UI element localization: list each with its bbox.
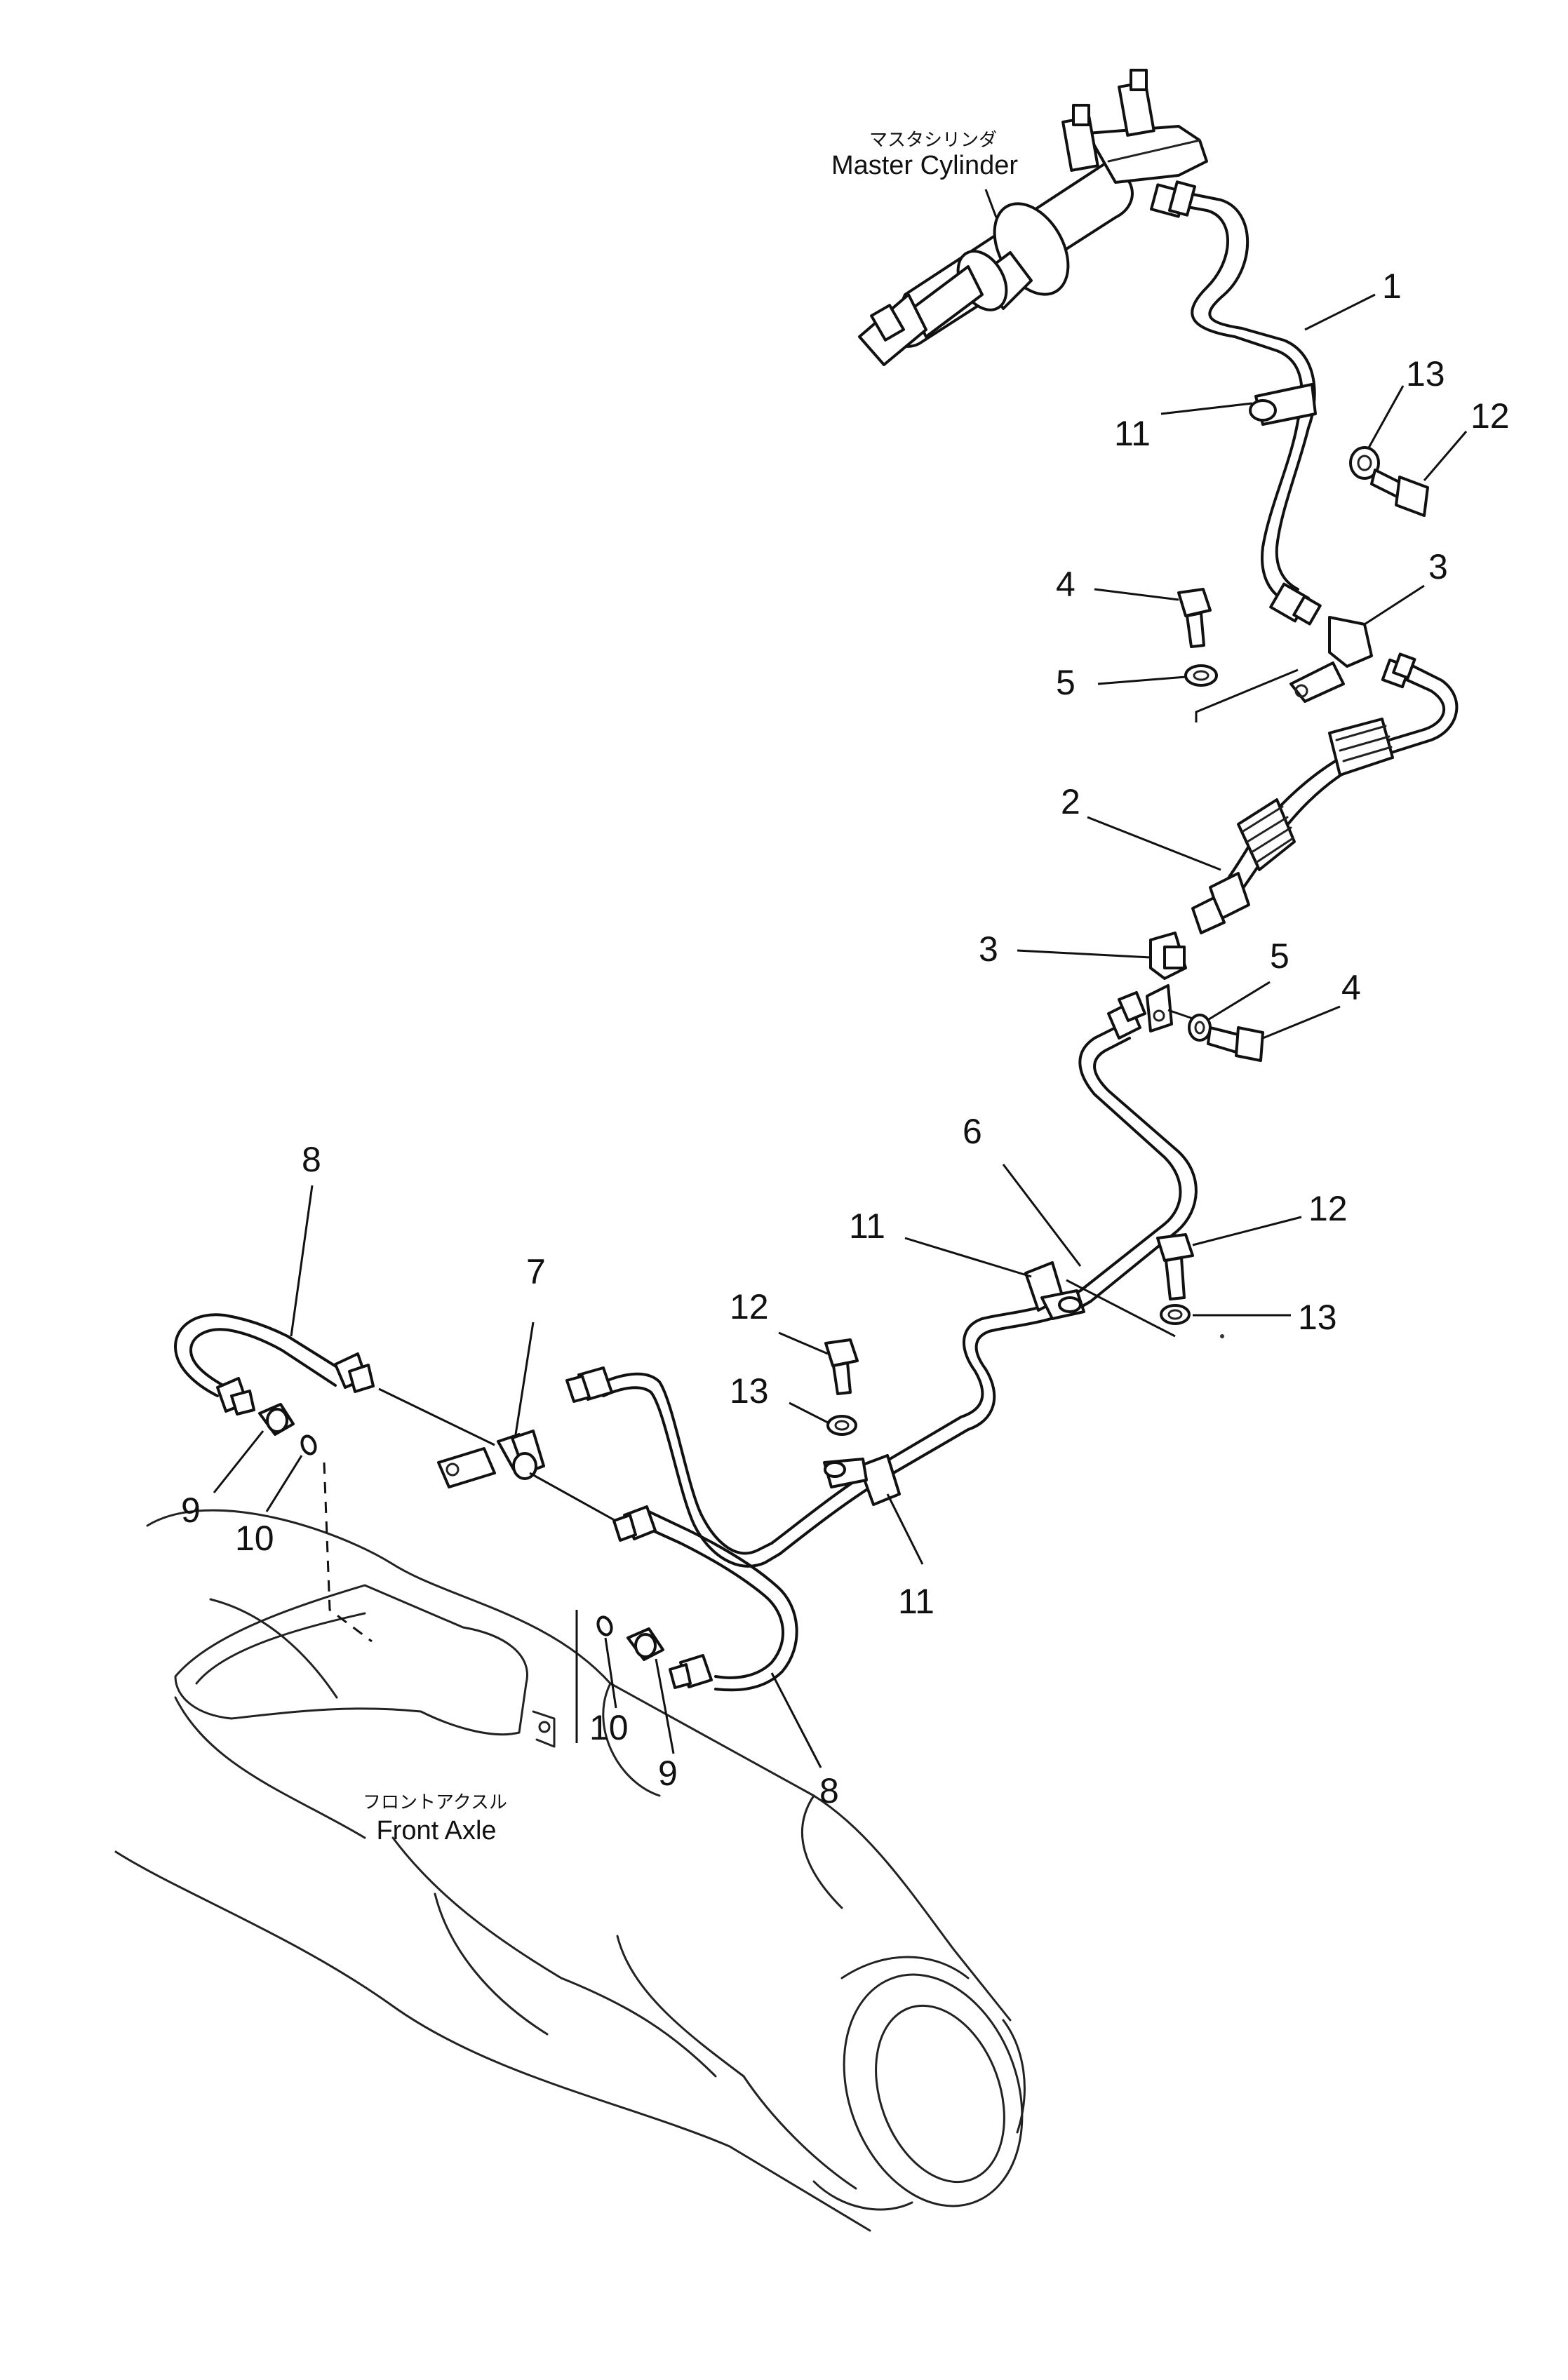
joint-7 xyxy=(378,1366,782,1568)
callout-13-right: 13 xyxy=(1298,1298,1337,1337)
callout-3-lower: 3 xyxy=(979,929,998,969)
callout-1: 1 xyxy=(1382,267,1402,306)
bolt-12-center xyxy=(824,1338,859,1395)
callout-2: 2 xyxy=(1061,782,1080,821)
master-cylinder-label-en: Master Cylinder xyxy=(831,151,1018,180)
master-cylinder-label-ja: マスタシリンダ xyxy=(869,130,997,151)
nut-9-left xyxy=(258,1403,295,1436)
hose-2 xyxy=(1191,652,1459,934)
stray-dot xyxy=(1220,1334,1224,1338)
callout-3-top: 3 xyxy=(1428,547,1448,586)
callout-7: 7 xyxy=(526,1252,546,1291)
callout-8-right: 8 xyxy=(819,1771,839,1810)
callout-12-right: 12 xyxy=(1308,1189,1348,1228)
callout-11-middle: 11 xyxy=(849,1206,885,1246)
callout-5-lower: 5 xyxy=(1270,936,1289,976)
clip-11-middle xyxy=(1024,1261,1176,1338)
o-ring-10-left xyxy=(300,1434,317,1455)
callout-12-center: 12 xyxy=(730,1287,769,1326)
washer-13-top xyxy=(1349,446,1380,480)
callout-12-top: 12 xyxy=(1470,396,1510,436)
front-axle xyxy=(114,1509,1026,2232)
bolt-12-right xyxy=(1156,1233,1194,1300)
callout-10-right: 10 xyxy=(589,1708,629,1747)
washer-13-center xyxy=(826,1415,857,1436)
leader-lines xyxy=(213,189,1468,1768)
callout-11-lower: 11 xyxy=(898,1582,934,1621)
callout-4-top: 4 xyxy=(1056,565,1076,604)
front-axle-label-ja: フロントアクスル xyxy=(363,1792,507,1813)
callout-9-left: 9 xyxy=(181,1491,201,1530)
bolt-4-lower xyxy=(1207,1026,1264,1062)
clip-11-top xyxy=(1249,383,1317,426)
callout-10-left: 10 xyxy=(235,1519,274,1558)
bolt-4-top xyxy=(1177,588,1212,648)
pipe-8-right xyxy=(612,1505,798,1692)
washer-13-right xyxy=(1160,1304,1191,1325)
callout-11-top: 11 xyxy=(1114,414,1151,453)
nut-9-right xyxy=(626,1627,664,1661)
callout-6: 6 xyxy=(963,1112,982,1151)
clip-3-top xyxy=(1195,616,1373,722)
master-cylinder xyxy=(858,69,1208,366)
callout-13-center: 13 xyxy=(730,1371,769,1411)
o-ring-10-right xyxy=(596,1615,613,1636)
callout-4-lower: 4 xyxy=(1341,968,1361,1007)
clip-11-lower xyxy=(823,1454,901,1506)
callout-9-right: 9 xyxy=(658,1754,678,1793)
clip-3-lower xyxy=(1146,932,1187,1033)
washer-5-top xyxy=(1184,664,1218,687)
front-axle-label-en: Front Axle xyxy=(376,1816,496,1845)
pipe-8-left xyxy=(174,1313,375,1416)
pipe-1 xyxy=(1150,180,1322,626)
callout-8-left: 8 xyxy=(302,1140,321,1179)
callout-13-top: 13 xyxy=(1406,354,1445,394)
bolt-12-top xyxy=(1370,469,1429,517)
callout-5-top: 5 xyxy=(1056,663,1076,702)
